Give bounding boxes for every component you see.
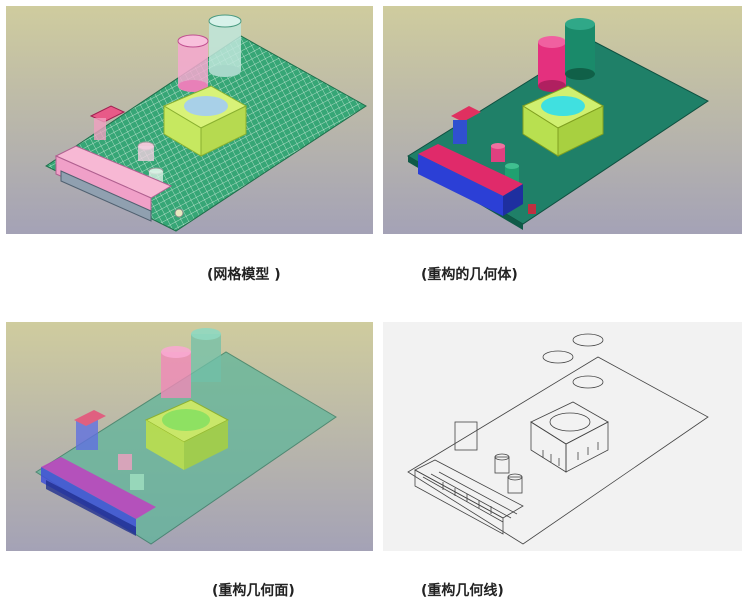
capacitor-magenta: [538, 36, 566, 92]
terminal-connector: [54, 145, 173, 222]
reconstructed-wire-render: [383, 322, 742, 551]
capacitor-pink: [161, 346, 191, 398]
pin-header: [89, 105, 126, 140]
reconstructed-surface-render: [6, 322, 373, 551]
reconstructed-solid-panel: [383, 6, 742, 234]
transformer: [144, 399, 230, 470]
terminal-connector: [41, 457, 156, 536]
pin-header: [74, 410, 106, 450]
capacitor-teal: [191, 328, 221, 382]
reconstructed-solid-render: [383, 6, 742, 234]
transformer: [521, 85, 605, 157]
capacitor-teal: [208, 14, 242, 77]
transformer: [162, 85, 248, 157]
caption-reconstructed-solid: (重构的几何体): [421, 267, 518, 283]
caption-mesh-model: (网格模型 ): [207, 267, 281, 283]
caption-reconstructed-wire: (重构几何线): [421, 583, 504, 599]
caption-reconstructed-surface: (重构几何面): [212, 583, 295, 599]
reconstructed-wire-panel: [383, 322, 742, 551]
capacitor-dark-teal: [565, 18, 595, 80]
mesh-model-render: [6, 6, 373, 234]
mesh-model-panel: [6, 6, 373, 234]
capacitor-pink: [177, 34, 209, 92]
reconstructed-surface-panel: [6, 322, 373, 551]
terminal-connector: [418, 144, 523, 216]
pin-header: [451, 106, 481, 144]
